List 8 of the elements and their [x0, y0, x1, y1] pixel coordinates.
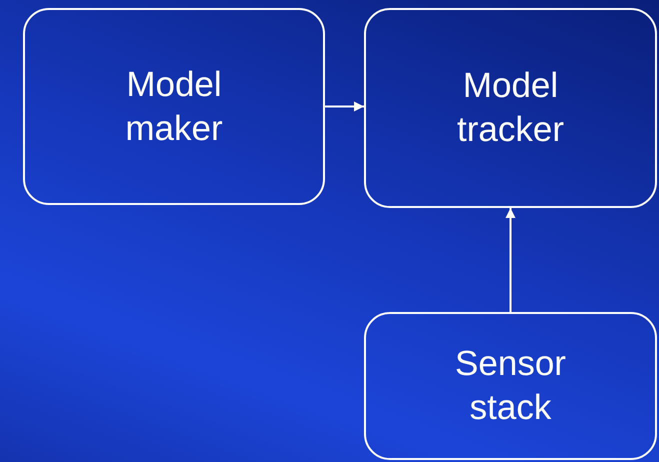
arrow: [506, 208, 516, 312]
box-label: Model tracker: [456, 65, 565, 151]
arrow: [325, 102, 364, 112]
box-label: Sensor stack: [454, 343, 567, 429]
process-box: [364, 8, 657, 208]
process-box: [364, 312, 657, 460]
box-label: Model maker: [124, 64, 224, 150]
process-box: [23, 8, 325, 205]
